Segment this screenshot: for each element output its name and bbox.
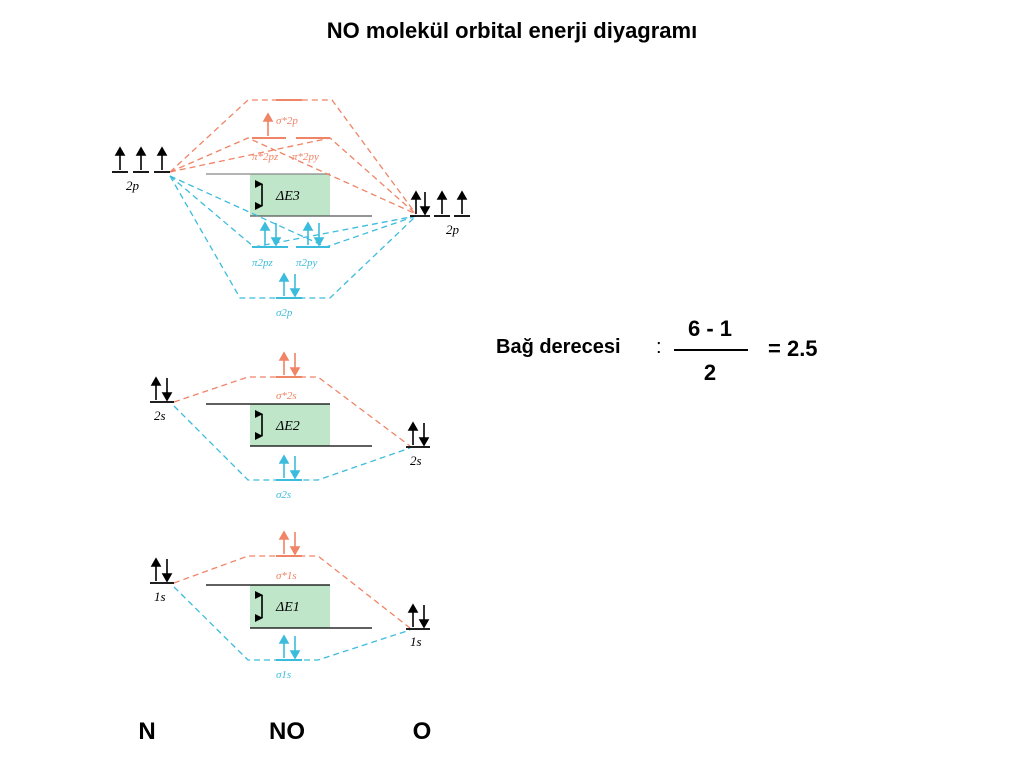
diagram-title: NO molekül orbital enerji diyagramı xyxy=(326,18,698,43)
electron-arrow-sigma-star-2s-down xyxy=(289,353,301,377)
electron-arrow-sigma-1s-down xyxy=(289,636,301,660)
o-1s-label: 1s xyxy=(410,634,422,649)
electron-arrow-n2s-up xyxy=(150,376,162,400)
atom-label-o: O xyxy=(412,718,432,745)
sigma-2p-label: σ2p xyxy=(276,307,293,319)
gap-box-2p xyxy=(250,174,330,216)
bond-order-result: = 2.5 xyxy=(768,336,818,361)
electron-arrow-sigma-star-1s-up xyxy=(278,530,290,554)
sigma-2s-label: σ2s xyxy=(276,489,291,501)
atomic-bars xyxy=(112,171,470,630)
bond-order-label: Bağ derecesi xyxy=(496,336,621,358)
antibonding-bars xyxy=(252,99,330,557)
sigma-star-1s-label: σ*1s xyxy=(276,570,297,582)
electron-arrow-pi-2py-down xyxy=(313,223,325,247)
electron-arrow-sigma-2p-down xyxy=(289,274,301,298)
delta-e1-label: ΔE1 xyxy=(275,600,300,615)
electron-arrow-n2s-down xyxy=(161,378,173,402)
electron-arrow-sigma-2s-up xyxy=(278,454,290,478)
sigma-1s-label: σ1s xyxy=(276,669,291,681)
o-2p-label: 2p xyxy=(446,222,460,237)
bonding-bars xyxy=(252,246,330,661)
electron-arrow-sigma-1s-up xyxy=(278,634,290,658)
electron-arrows xyxy=(114,112,468,660)
electron-arrow-sigma-star-2s-up xyxy=(278,351,290,375)
electron-arrow-o2p-up xyxy=(410,190,422,214)
electron-arrow-o2p-down xyxy=(419,192,431,216)
electron-arrow-pi-2pz-down xyxy=(270,223,282,247)
electron-arrow-o2s-up xyxy=(407,421,419,445)
delta-e2-label: ΔE2 xyxy=(275,419,300,434)
gap-box-2s xyxy=(250,404,330,446)
energy-gap-boxes xyxy=(250,174,330,628)
mo-labels-bonding: π2pz π2py σ2p σ2s σ1s xyxy=(252,257,318,681)
electron-arrow-o1s-up xyxy=(407,603,419,627)
sigma-star-2p-label: σ*2p xyxy=(276,115,298,127)
bond-order-colon: : xyxy=(656,336,662,358)
mo-labels-antibonding: σ*2p π*2pz π*2py σ*2s σ*1s xyxy=(252,115,319,582)
atom-label-no: NO xyxy=(269,718,305,745)
electron-arrow-sigma-2p-up xyxy=(278,272,290,296)
pi-star-2pz-label: π*2pz xyxy=(252,151,279,163)
sigma-star-2s-label: σ*2s xyxy=(276,390,297,402)
o-2s-label: 2s xyxy=(410,453,422,468)
electron-arrow-n2p-3 xyxy=(156,146,168,170)
electron-arrow-n2p-1 xyxy=(114,146,126,170)
electron-arrow-pi-2pz-up xyxy=(259,221,271,245)
pi-2py-label: π2py xyxy=(296,257,318,269)
bond-order-formula: Bağ derecesi : 6 - 1 2 = 2.5 xyxy=(496,316,856,396)
electron-arrow-n2p-2 xyxy=(135,146,147,170)
delta-e3-label: ΔE3 xyxy=(275,189,300,204)
electron-arrow-o2s-down xyxy=(418,423,430,447)
pi-star-2py-label: π*2py xyxy=(292,151,319,163)
reference-lines xyxy=(206,173,372,629)
n-1s-label: 1s xyxy=(154,589,166,604)
electron-arrow-pi-2py-up xyxy=(302,221,314,245)
atomic-level-labels: 2p 2p 2s 2s 1s 1s xyxy=(126,178,460,649)
bond-order-denominator: 2 xyxy=(703,360,717,385)
electron-arrow-o1s-down xyxy=(418,605,430,629)
fraction-bar xyxy=(674,349,748,351)
electron-arrow-pi-star-2pz xyxy=(262,112,274,136)
pi-2pz-label: π2pz xyxy=(252,257,274,269)
electron-arrow-o2p-2 xyxy=(436,190,448,214)
atom-label-n: N xyxy=(138,718,156,745)
electron-arrow-n1s-up xyxy=(150,557,162,581)
n-2s-label: 2s xyxy=(154,408,166,423)
electron-arrow-n1s-down xyxy=(161,559,173,583)
delta-e-labels: ΔE3 ΔE2 ΔE1 xyxy=(275,189,300,615)
electron-arrow-o2p-3 xyxy=(456,190,468,214)
electron-arrow-sigma-star-1s-down xyxy=(289,532,301,556)
electron-arrow-sigma-2s-down xyxy=(289,456,301,480)
gap-box-1s xyxy=(250,585,330,628)
bond-order-numerator: 6 - 1 xyxy=(687,316,733,341)
n-2p-label: 2p xyxy=(126,178,140,193)
